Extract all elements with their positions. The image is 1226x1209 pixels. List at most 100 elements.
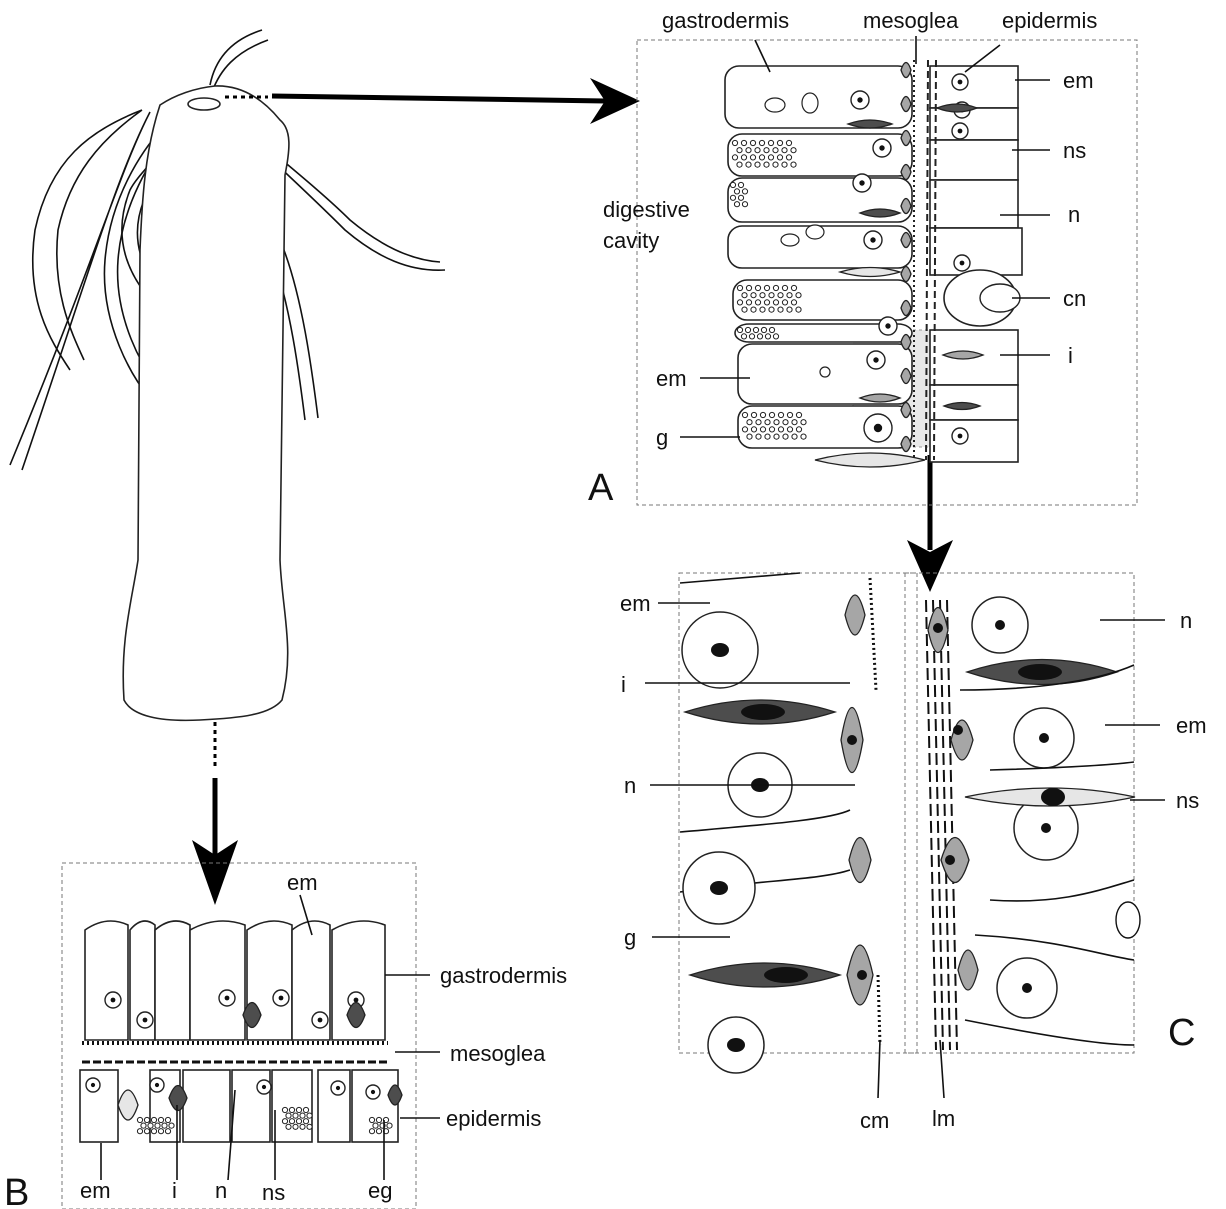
granule — [144, 1117, 149, 1122]
granule — [774, 420, 779, 425]
arrow-to-panel-c — [907, 455, 953, 592]
granule — [753, 327, 758, 332]
nucleolus — [764, 967, 808, 983]
nucleolus — [1039, 733, 1049, 743]
muscle-foot — [901, 267, 911, 282]
granule — [751, 412, 756, 417]
granule — [796, 412, 801, 417]
granule — [773, 162, 778, 167]
nucleolus — [371, 1090, 375, 1094]
granule — [792, 434, 797, 439]
vacuole — [820, 367, 830, 377]
granule — [786, 140, 791, 145]
nucleolus — [1018, 664, 1062, 680]
granule — [751, 307, 756, 312]
gray-cell — [958, 950, 978, 990]
epidermal-cell — [930, 385, 1018, 420]
granule — [137, 1129, 142, 1134]
granule — [738, 195, 743, 200]
granule — [286, 1113, 291, 1118]
granule — [303, 1119, 308, 1124]
nucleolus — [155, 1083, 159, 1087]
granule — [786, 155, 791, 160]
label-em-a-left: em — [656, 366, 687, 391]
panel-a: gastrodermis mesoglea epidermis digestiv… — [588, 8, 1137, 509]
granule — [796, 293, 801, 298]
granule — [741, 140, 746, 145]
label-em-c-right: em — [1176, 713, 1207, 738]
nucleolus — [885, 323, 890, 328]
granule — [783, 434, 788, 439]
label-i-a: i — [1068, 343, 1073, 368]
granule — [769, 307, 774, 312]
granule — [282, 1107, 287, 1112]
panel-b-cell-layers — [80, 921, 402, 1142]
label-i-b: i — [172, 1178, 177, 1203]
label-epidermis-a: epidermis — [1002, 8, 1097, 33]
granule — [169, 1123, 174, 1128]
label-lm-c: lm — [932, 1106, 955, 1131]
granule — [293, 1113, 298, 1118]
granule — [769, 293, 774, 298]
granule — [746, 162, 751, 167]
granule — [765, 420, 770, 425]
granule — [734, 202, 739, 207]
nucleolus — [873, 357, 878, 362]
granule — [755, 300, 760, 305]
granule — [732, 140, 737, 145]
label-em-a-right: em — [1063, 68, 1094, 93]
granule — [787, 307, 792, 312]
nucleus-dot — [953, 725, 963, 735]
label-epidermis-b: epidermis — [446, 1106, 541, 1131]
label-digestive-cavity-1: digestive — [603, 197, 690, 222]
granule — [757, 334, 762, 339]
granule — [791, 300, 796, 305]
granule — [747, 420, 752, 425]
granule — [796, 427, 801, 432]
light-cell — [118, 1090, 138, 1120]
nucleolus — [958, 80, 963, 85]
granule — [778, 412, 783, 417]
granule — [742, 427, 747, 432]
granule — [737, 148, 742, 153]
granule — [741, 334, 746, 339]
granule — [741, 155, 746, 160]
granule — [778, 427, 783, 432]
granule — [742, 412, 747, 417]
gastrodermal-cell — [725, 66, 912, 128]
epidermal-cell — [930, 228, 1022, 275]
epidermal-cell — [318, 1070, 350, 1142]
granule — [144, 1129, 149, 1134]
granule — [778, 293, 783, 298]
granule — [165, 1117, 170, 1122]
granule — [137, 1117, 142, 1122]
granule — [782, 162, 787, 167]
granule — [782, 300, 787, 305]
granule — [307, 1113, 312, 1118]
panel-c-cell-layers — [680, 573, 1140, 1073]
granule — [737, 285, 742, 290]
gastrodermal-cell — [190, 921, 245, 1040]
nucleolus — [859, 180, 864, 185]
granule — [286, 1124, 291, 1129]
granule — [737, 162, 742, 167]
granule — [376, 1117, 381, 1122]
granule — [769, 412, 774, 417]
granule — [307, 1124, 312, 1129]
nucleolus — [857, 97, 862, 102]
granule — [742, 202, 747, 207]
granule — [730, 195, 735, 200]
epidermal-cell — [930, 66, 1018, 108]
panel-b: em gastrodermis mesoglea epidermis em i … — [4, 863, 567, 1209]
nucleolus — [995, 620, 1005, 630]
granule — [764, 148, 769, 153]
label-ns-c: ns — [1176, 788, 1199, 813]
granule — [745, 327, 750, 332]
granule — [158, 1117, 163, 1122]
label-digestive-cavity-2: cavity — [603, 228, 659, 253]
label-gastrodermis-a: gastrodermis — [662, 8, 789, 33]
granule — [777, 140, 782, 145]
granule — [751, 427, 756, 432]
arrow-to-panel-a — [272, 78, 640, 124]
granule — [751, 293, 756, 298]
